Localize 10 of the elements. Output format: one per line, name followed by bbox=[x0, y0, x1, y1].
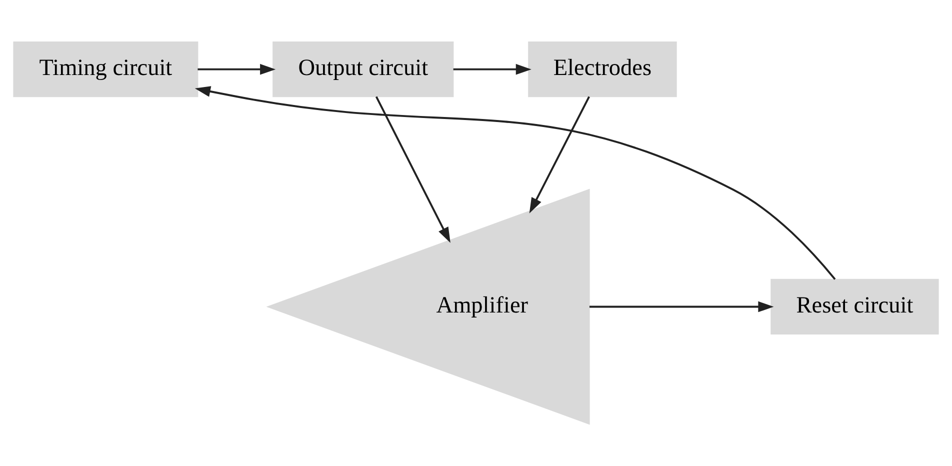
node-box: Output circuit bbox=[272, 42, 454, 98]
node-box: Electrodes bbox=[528, 42, 677, 98]
arrow bbox=[375, 96, 450, 243]
arrow bbox=[589, 301, 774, 312]
node-box: Timing circuit bbox=[13, 42, 198, 98]
arrow bbox=[529, 96, 590, 214]
arrow bbox=[194, 86, 836, 280]
arrow bbox=[198, 64, 276, 75]
arrow bbox=[453, 64, 532, 75]
node-box: Reset circuit bbox=[770, 278, 939, 335]
